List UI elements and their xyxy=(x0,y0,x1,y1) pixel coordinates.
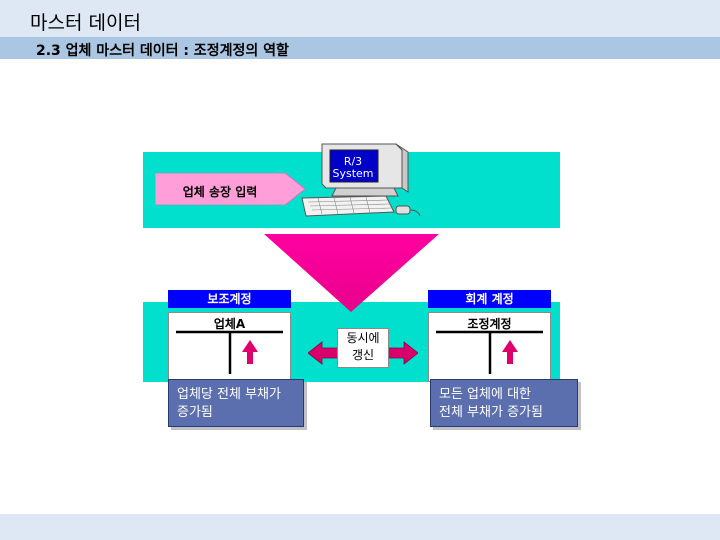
sync-label-line-1: 동시에 xyxy=(346,331,380,345)
screen-text-line-1: R/3 xyxy=(343,155,363,168)
subledger-t-account-icon xyxy=(176,330,283,374)
sync-label: 동시에 갱신 xyxy=(337,330,389,364)
note-left-line-2: 증가됨 xyxy=(177,405,213,420)
note-per-vendor: 업체당 전체 부채가 증가됨 xyxy=(168,379,304,427)
note-right-line-1: 모든 업체에 대한 xyxy=(439,387,531,402)
page-title: 마스터 데이터 xyxy=(30,12,141,34)
invoice-input-label: 업체 송장 입력 xyxy=(182,185,258,199)
page-subtitle: 2.3 업체 마스터 데이터 : 조정계정의 역할 xyxy=(36,43,289,59)
subledger-header: 보조계정 xyxy=(168,290,291,308)
sync-box xyxy=(337,328,389,368)
computer-icon xyxy=(301,143,421,217)
footer-bar xyxy=(0,514,720,540)
screen-text-line-2: System xyxy=(332,167,374,180)
process-arrow-icon xyxy=(264,234,439,312)
title-bar xyxy=(0,0,720,37)
note-right-line-2: 전체 부채가 증가됨 xyxy=(439,405,543,420)
sync-label-line-2: 갱신 xyxy=(351,348,375,362)
subledger-account-name: 업체A xyxy=(213,317,246,331)
gl-header: 회계 계정 xyxy=(428,290,551,308)
note-left-line-1: 업체당 전체 부채가 xyxy=(177,387,281,402)
gl-account-name: 조정계정 xyxy=(467,317,512,331)
note-all-vendors: 모든 업체에 대한 전체 부채가 증가됨 xyxy=(430,379,578,427)
input-arrow-icon xyxy=(155,173,305,205)
screen-text: R/3 System xyxy=(330,156,376,180)
subtitle-bar xyxy=(0,37,720,59)
gl-t-account-icon xyxy=(436,330,543,374)
